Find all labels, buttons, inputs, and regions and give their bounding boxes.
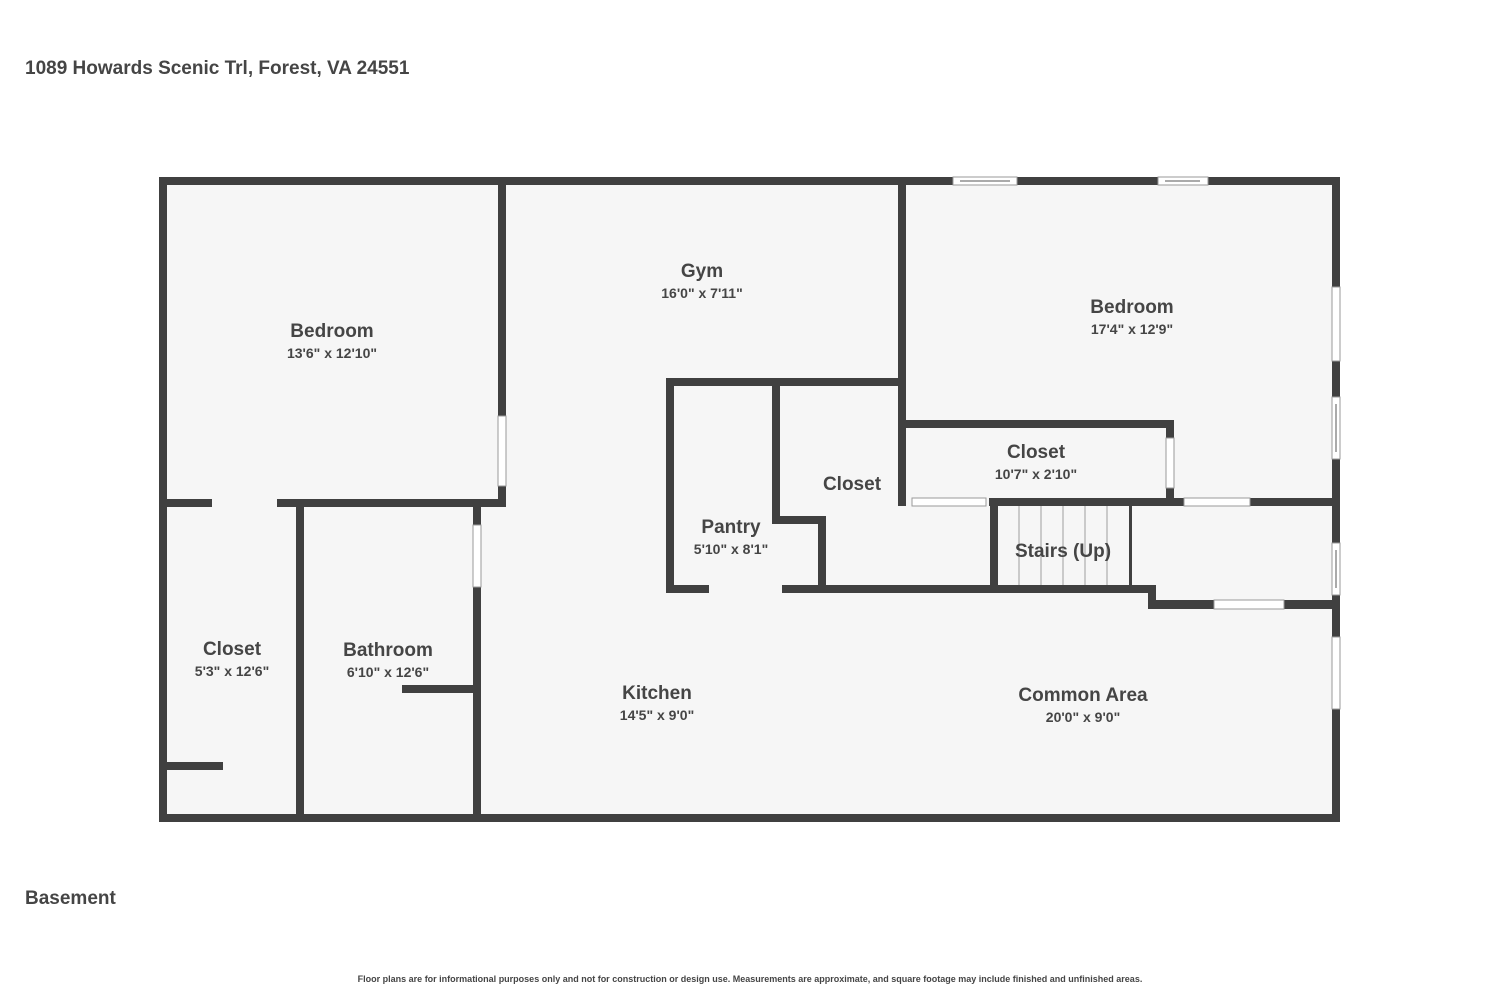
stair-treads: [1018, 506, 1108, 585]
room-dimensions: 14'5" x 9'0": [620, 707, 694, 723]
room-dimensions: 6'10" x 12'6": [347, 664, 429, 680]
room-name: Gym: [681, 261, 723, 282]
property-address: 1089 Howards Scenic Trl, Forest, VA 2455…: [25, 58, 410, 79]
room-name: Bathroom: [343, 640, 433, 661]
room-dimensions: 20'0" x 9'0": [1046, 709, 1120, 725]
window-panes: [960, 180, 1337, 588]
room-name: Bedroom: [290, 321, 373, 342]
room-dimensions: 16'0" x 7'11": [661, 285, 742, 301]
disclaimer-text: Floor plans are for informational purpos…: [357, 974, 1143, 984]
walls: [159, 177, 1340, 822]
floor-level-label: Basement: [25, 888, 116, 909]
room-dimensions: 10'7" x 2'10": [995, 466, 1077, 482]
room-dimensions: 13'6" x 12'10": [287, 345, 377, 361]
room-name: Closet: [823, 474, 882, 495]
room-name: Pantry: [701, 517, 761, 538]
room-dimensions: 17'4" x 12'9": [1091, 321, 1173, 337]
room-dimensions: 5'10" x 8'1": [694, 541, 768, 557]
room-name: Closet: [1007, 442, 1066, 463]
room-name: Common Area: [1018, 685, 1148, 706]
room-name: Closet: [203, 639, 262, 660]
room-name: Kitchen: [622, 683, 692, 704]
room-name: Stairs (Up): [1015, 541, 1111, 562]
room-name: Bedroom: [1090, 297, 1173, 318]
room-dimensions: 5'3" x 12'6": [195, 663, 269, 679]
